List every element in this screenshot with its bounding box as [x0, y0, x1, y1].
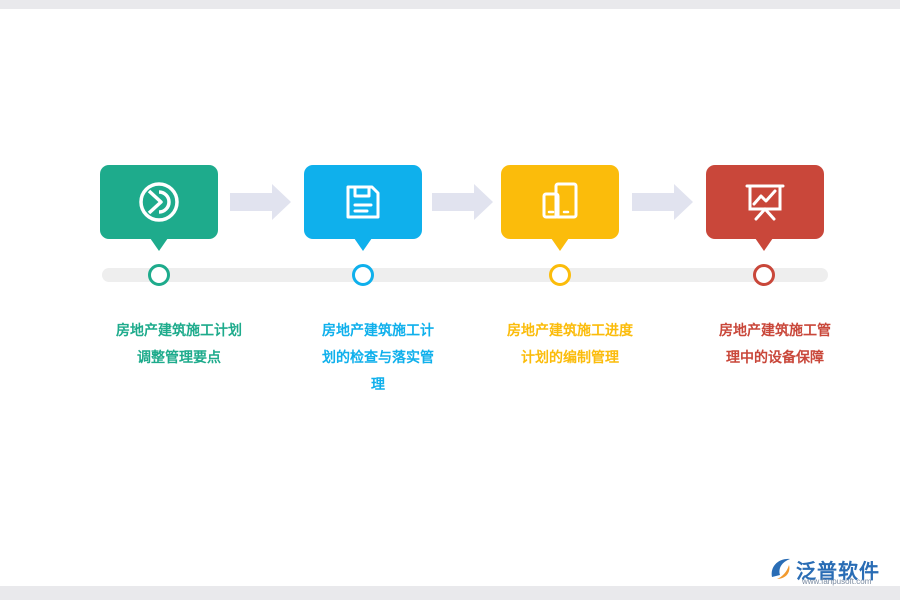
logo-url: www.fanpusoft.com [802, 577, 872, 586]
step-label-3: 房地产建筑施工进度 计划的编制管理 [507, 323, 633, 366]
step-card-pointer [551, 238, 569, 251]
bottom-frame-border [0, 586, 900, 600]
timeline-node-1 [148, 264, 170, 286]
step-card-3 [501, 165, 619, 239]
fanpu-logo: 泛普软件 www.fanpusoft.com [768, 553, 892, 589]
step-label-1: 房地产建筑施工计划 调整管理要点 [116, 323, 242, 366]
timeline-node-3 [549, 264, 571, 286]
step-label-2: 房地产建筑施工计 划的检查与落实管 理 [322, 323, 434, 393]
step-card-4 [706, 165, 824, 239]
timeline-bar [102, 268, 828, 282]
devices-icon [542, 182, 578, 219]
arrow-right-icon [230, 184, 291, 220]
fanpu-logo-mark-icon [771, 558, 790, 579]
floppy-disk-icon [346, 185, 380, 219]
arrow-right-icon [432, 184, 493, 220]
timeline-node-4 [753, 264, 775, 286]
top-frame-border [0, 0, 900, 9]
pie-chart-icon [139, 182, 179, 222]
logo-name: 泛普软件 [796, 559, 880, 583]
step-card-2 [304, 165, 422, 239]
arrow-right-icon [632, 184, 693, 220]
step-card-1 [100, 165, 218, 239]
timeline-node-2 [352, 264, 374, 286]
step-card-pointer [755, 238, 773, 251]
step-card-pointer [354, 238, 372, 251]
step-card-pointer [150, 238, 168, 251]
presentation-chart-icon [745, 184, 785, 221]
step-label-4: 房地产建筑施工管 理中的设备保障 [719, 323, 831, 366]
